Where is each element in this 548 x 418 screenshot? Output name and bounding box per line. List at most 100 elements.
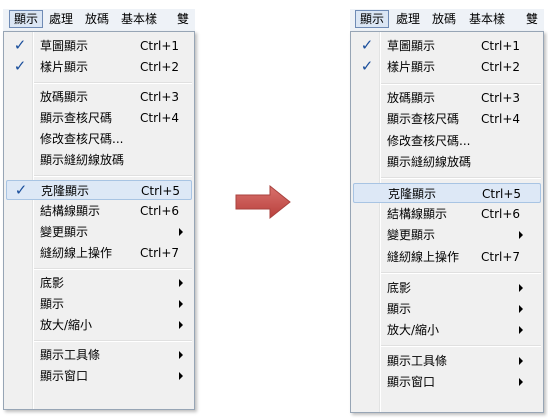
menu-item-label: 顯示窗口 [40, 369, 89, 383]
menu-item-shortcut: Ctrl+4 [481, 112, 521, 127]
menu-item[interactable]: ✓ 樣片顯示 Ctrl+2 [6, 57, 192, 77]
menu-item[interactable]: 放碼顯示 Ctrl+3 [6, 87, 192, 107]
menu-item-label: 顯示查核尺碼 [40, 111, 113, 125]
submenu-arrow-icon [519, 356, 523, 365]
menu-separator [381, 82, 541, 85]
menubar-item-0[interactable]: 顯示 [9, 10, 44, 28]
menu-item[interactable]: 顯示窗口 [6, 366, 192, 386]
menubar-item-2[interactable]: 放碼 [432, 12, 457, 26]
menu-item-shortcut: Ctrl+7 [140, 246, 180, 260]
menu-item[interactable]: 顯示窗口 [353, 372, 541, 392]
menu-separator [34, 82, 192, 84]
menu-item[interactable]: 放碼顯示 Ctrl+3 [353, 88, 541, 108]
menu-item-label: 樣片顯示 [40, 60, 89, 74]
menu-item-label: 縫紉線上操作 [40, 246, 113, 260]
menu-separator [381, 177, 541, 180]
submenu-arrow-icon [519, 304, 523, 313]
menu-item-label: 顯示工具條 [40, 348, 101, 362]
menu-item-label: 修改查核尺碼... [387, 133, 471, 148]
submenu-arrow-icon [519, 378, 523, 387]
menubar-item-1[interactable]: 處理 [49, 12, 74, 26]
menu-item-label: 顯示 [387, 301, 412, 316]
menu-item[interactable]: 變更顯示 [353, 225, 541, 245]
menu-item[interactable]: 顯示縫紉線放碼 [353, 152, 541, 172]
menu-item-shortcut: Ctrl+6 [481, 207, 521, 222]
menu-item-label: 放大/縮小 [387, 323, 440, 338]
menu-item[interactable]: 底影 [353, 278, 541, 298]
menu-item[interactable]: ✓ 樣片顯示 Ctrl+2 [353, 57, 541, 77]
menu-item[interactable]: 顯示縫紉線放碼 [6, 150, 192, 170]
menu-item[interactable]: 修改查核尺碼... [6, 129, 192, 149]
menu-item-shortcut: Ctrl+4 [140, 111, 180, 125]
menu-item-shortcut: Ctrl+1 [140, 39, 180, 53]
checkmark-icon: ✓ [13, 57, 27, 75]
menubar-item-3[interactable]: 基本樣 [121, 12, 158, 26]
menu-item-shortcut: Ctrl+3 [481, 91, 521, 106]
menu-item[interactable]: 克隆顯示 Ctrl+5 [353, 182, 541, 203]
checkmark-icon: ✓ [360, 36, 374, 54]
menu-item[interactable]: 顯示 [6, 294, 192, 314]
menu-separator [381, 345, 541, 348]
submenu-arrow-icon [179, 351, 183, 359]
menu-item[interactable]: 顯示 [353, 299, 541, 319]
menu-item[interactable]: 顯示查核尺碼 Ctrl+4 [6, 108, 192, 128]
menu-item-shortcut: Ctrl+5 [482, 186, 522, 201]
menu-separator [381, 272, 541, 274]
menu-item[interactable]: 變更顯示 [6, 222, 192, 242]
menu-item-shortcut: Ctrl+6 [140, 204, 180, 218]
checkmark-icon: ✓ [360, 57, 374, 76]
menu-separator [34, 175, 192, 177]
menu-item-label: 放碼顯示 [387, 91, 436, 106]
menu-item[interactable]: 修改查核尺碼... [353, 131, 541, 151]
menubar: 顯示處理放碼基本樣 雙 [350, 9, 544, 32]
menubar-item-0[interactable]: 顯示 [355, 10, 390, 28]
menu-item-label: 變更顯示 [40, 225, 89, 239]
menu-item-label: 底影 [40, 276, 65, 290]
menu-item-shortcut: Ctrl+3 [140, 90, 180, 104]
right-arrow-icon [235, 184, 291, 220]
menu-item-label: 結構線顯示 [387, 207, 448, 222]
menu-item-shortcut: Ctrl+1 [481, 39, 521, 53]
menu-item-shortcut: Ctrl+2 [140, 60, 180, 74]
menubar-item-4[interactable]: 雙 [526, 12, 539, 26]
menu-item-label: 放大/縮小 [40, 318, 93, 332]
menu-item-label: 修改查核尺碼... [40, 132, 124, 146]
menu-item-label: 顯示工具條 [387, 353, 448, 368]
menubar-item-4[interactable]: 雙 [177, 12, 190, 26]
menu-item[interactable]: 顯示工具條 [353, 351, 541, 371]
menu-item-label: 樣片顯示 [387, 60, 436, 75]
menu-item[interactable]: 縫紉線上操作 Ctrl+7 [6, 243, 192, 263]
submenu-arrow-icon [179, 372, 183, 380]
menu-item[interactable]: 結構線顯示 Ctrl+6 [353, 204, 541, 224]
menubar-item-2[interactable]: 放碼 [85, 12, 110, 26]
menu-item-label: 放碼顯示 [40, 90, 89, 104]
menu-item[interactable]: 底影 [6, 273, 192, 293]
menu-separator [34, 340, 192, 342]
menu-item-shortcut: Ctrl+2 [481, 60, 521, 75]
menubar-item-1[interactable]: 處理 [396, 12, 421, 26]
menu-item[interactable]: 顯示工具條 [6, 345, 192, 365]
menu-separator [34, 268, 192, 270]
menu-item-label: 顯示窗口 [387, 375, 436, 390]
submenu-arrow-icon [519, 283, 523, 292]
submenu-arrow-icon [179, 300, 183, 308]
submenu-arrow-icon [179, 321, 183, 329]
menu-item[interactable]: 放大/縮小 [353, 320, 541, 340]
menu-item-label: 顯示縫紉線放碼 [387, 155, 472, 169]
submenu-arrow-icon [519, 231, 523, 240]
menu-item-label: 克隆顯示 [388, 186, 437, 201]
menu-item-label: 底影 [387, 280, 412, 295]
menu-item[interactable]: 放大/縮小 [6, 315, 192, 335]
menu-item-label: 顯示縫紉線放碼 [40, 153, 125, 167]
menu-item-label: 克隆顯示 [41, 184, 90, 198]
menubar-item-3[interactable]: 基本樣 [469, 12, 506, 26]
